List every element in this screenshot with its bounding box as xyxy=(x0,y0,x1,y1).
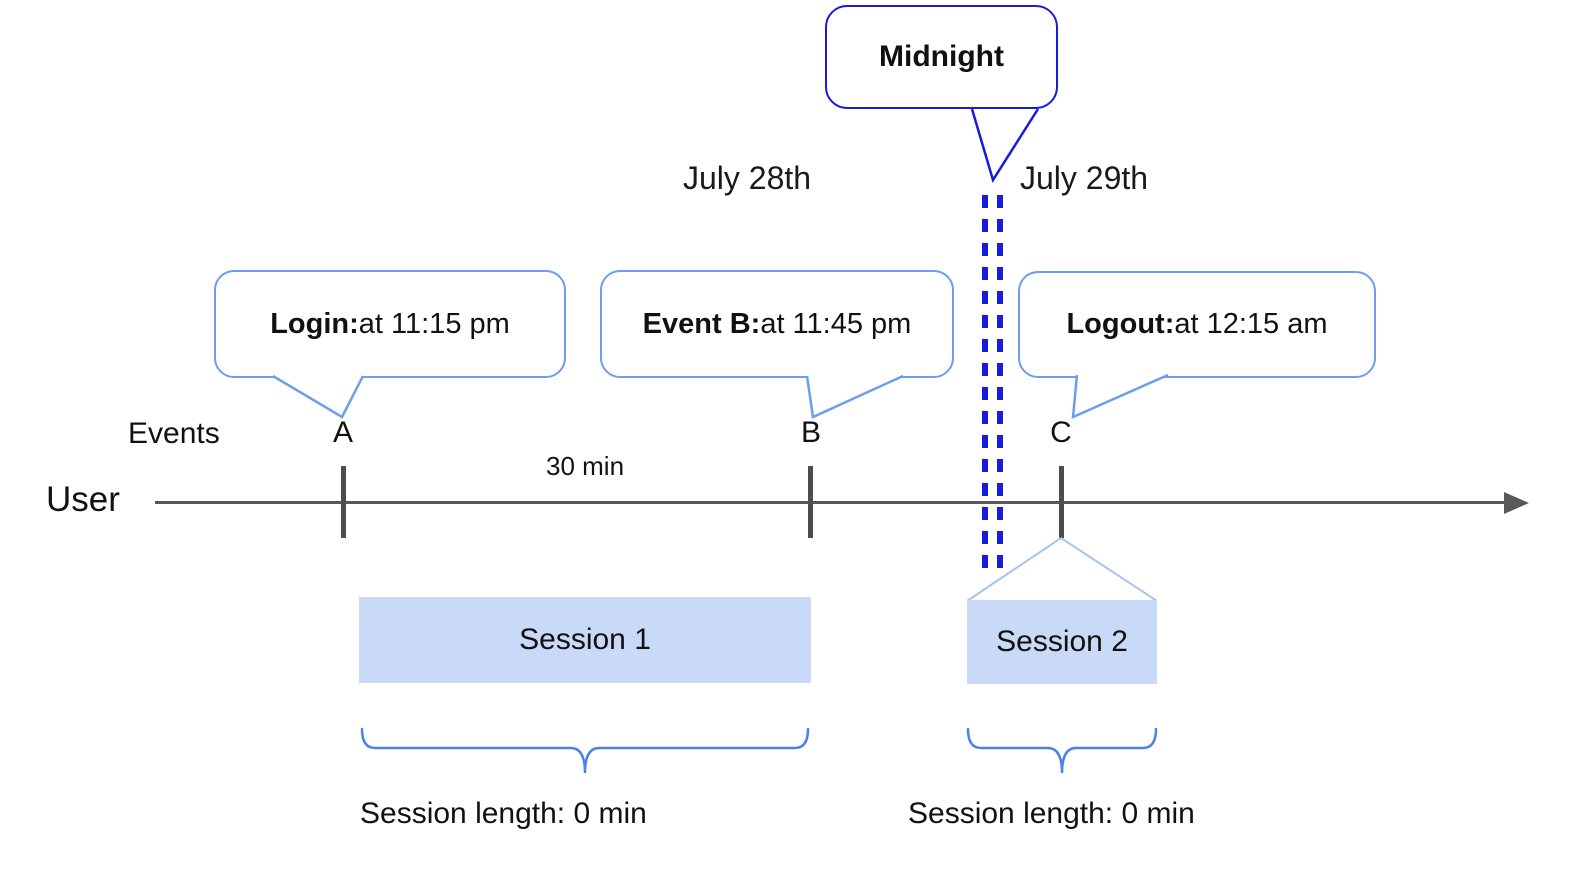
login-callout-tail xyxy=(272,374,365,419)
logout-callout-detail: at 12:15 am xyxy=(1174,308,1328,340)
date-label-july-29: July 29th xyxy=(1020,160,1149,196)
logout-callout-label: Logout: xyxy=(1066,308,1175,340)
session-2-length-label: Session length: 0 min xyxy=(908,797,1195,830)
session-1-brace xyxy=(360,727,810,774)
timeline-arrowhead-icon xyxy=(1504,491,1529,514)
event-marker-b xyxy=(808,466,813,538)
user-axis-label: User xyxy=(46,480,120,519)
midnight-callout-label: Midnight xyxy=(879,40,1004,73)
midnight-callout-tail xyxy=(970,108,1040,183)
event-b-callout-detail: at 11:45 pm xyxy=(760,307,912,340)
date-label-july-28: July 28th xyxy=(683,160,812,196)
login-callout: Login: at 11:15 pm xyxy=(214,270,566,378)
event-label-c: C xyxy=(1050,416,1072,449)
login-callout-label: Login: xyxy=(270,307,359,340)
event-marker-a xyxy=(341,466,346,538)
event-label-a: A xyxy=(332,416,353,449)
midnight-dashed-line-left xyxy=(982,195,988,577)
event-b-callout-tail xyxy=(805,374,904,419)
session-1-label: Session 1 xyxy=(519,623,651,656)
timeline-axis xyxy=(155,501,1507,504)
event-b-callout: Event B: at 11:45 pm xyxy=(600,270,954,378)
event-marker-c xyxy=(1059,466,1064,538)
midnight-callout: Midnight xyxy=(825,5,1058,109)
session-1-bar: Session 1 xyxy=(359,597,811,683)
login-callout-detail: at 11:15 pm xyxy=(358,307,510,340)
midnight-dashed-line-right xyxy=(997,195,1003,577)
session-2-funnel-lines xyxy=(966,537,1158,602)
events-row-label: Events xyxy=(128,417,220,450)
event-b-callout-label: Event B: xyxy=(642,307,761,340)
session-1-length-label: Session length: 0 min xyxy=(360,797,647,830)
interval-label: 30 min xyxy=(546,451,625,481)
event-label-b: B xyxy=(800,416,821,449)
session-2-label: Session 2 xyxy=(996,625,1128,658)
logout-callout: Logout: at 12:15 am xyxy=(1018,271,1376,378)
logout-callout-tail xyxy=(1071,373,1169,420)
session-2-bar: Session 2 xyxy=(967,600,1157,684)
session-2-brace xyxy=(966,727,1158,774)
